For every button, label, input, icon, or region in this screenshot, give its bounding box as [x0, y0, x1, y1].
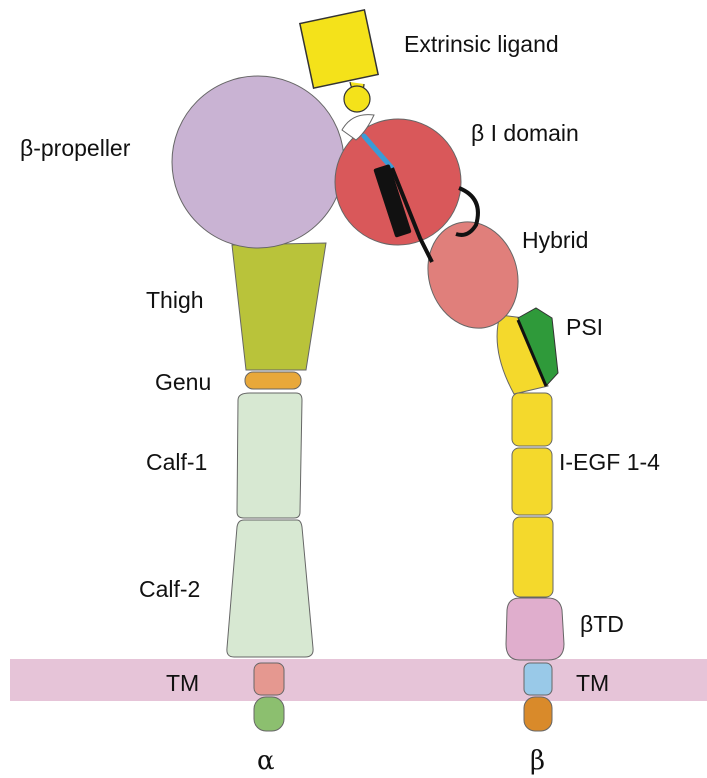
label-psi: PSI: [566, 314, 603, 340]
tm-beta-segment: [524, 663, 552, 695]
label-beta-i-domain: β I domain: [471, 120, 579, 146]
calf1-domain: [237, 393, 302, 518]
alpha-cytoplasmic-tail: [254, 697, 284, 731]
iegf-domain-1: [512, 393, 552, 446]
label-tm-beta: TM: [576, 670, 609, 696]
extrinsic-ligand-head: [344, 86, 370, 112]
label-genu: Genu: [155, 369, 211, 395]
thigh-domain: [232, 243, 326, 370]
label-beta-chain: β: [530, 746, 545, 776]
iegf-domain-2: [512, 448, 552, 515]
tm-alpha-segment: [254, 663, 284, 695]
label-thigh: Thigh: [146, 287, 204, 313]
label-calf1: Calf-1: [146, 449, 207, 475]
label-btd: βTD: [580, 611, 624, 637]
label-hybrid: Hybrid: [522, 227, 588, 253]
label-alpha-chain: α: [257, 746, 275, 776]
calf2-domain: [227, 520, 313, 657]
label-tm-alpha: TM: [166, 670, 199, 696]
label-iegf: I-EGF 1-4: [559, 449, 660, 475]
genu-domain: [245, 372, 301, 389]
extrinsic-ligand-square: [300, 10, 378, 88]
label-calf2: Calf-2: [139, 576, 200, 602]
label-beta-propeller: β-propeller: [20, 135, 131, 161]
label-extrinsic-ligand: Extrinsic ligand: [404, 31, 559, 57]
iegf-domain-3: [513, 517, 553, 597]
beta-propeller-domain: [172, 76, 344, 248]
beta-tail-domain: [506, 598, 564, 660]
beta-cytoplasmic-tail: [524, 697, 552, 731]
